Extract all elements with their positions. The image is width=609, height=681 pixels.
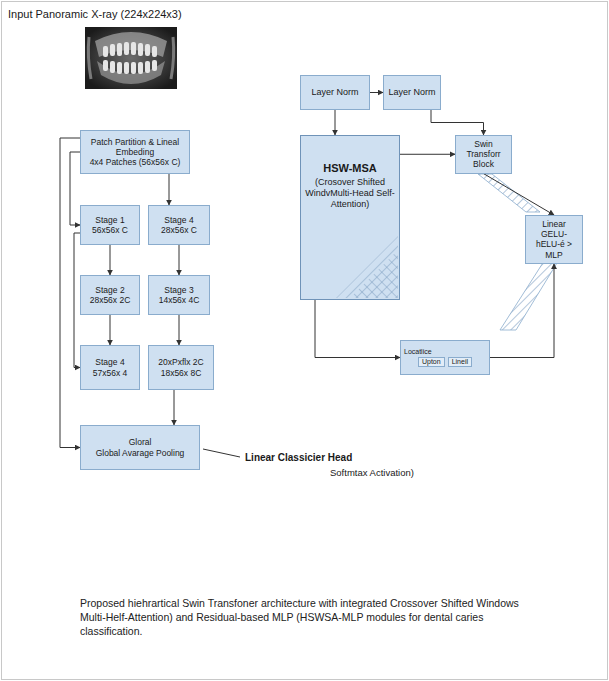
- flow-arrow: [335, 110, 336, 135]
- embedding-box: Patch Partition & Lineal Embeding4x4 Pat…: [80, 130, 190, 174]
- flow-arrow: [179, 315, 180, 345]
- classifier-label: Linear Classicier Head: [245, 452, 352, 463]
- node-text: 4x4 Patches (56x56x C): [90, 157, 181, 167]
- flow-arrow: [370, 92, 383, 93]
- node-text: Global Avarage Pooling: [96, 448, 185, 458]
- input-label: Input Panoramic X-ray (224x224x3): [8, 8, 182, 20]
- node-text: Stage 3: [164, 285, 193, 295]
- block-box: Swin Transforr Block: [455, 135, 512, 174]
- node-text: Lineil: [448, 357, 472, 367]
- node-text: Stage 2: [95, 285, 124, 295]
- flow-arrow: [110, 315, 111, 345]
- node-text: Patch Partition & Lineal Embeding: [85, 137, 185, 157]
- node-text: 57x56x 4: [93, 368, 128, 378]
- classifier-label: Softmtax Activation): [330, 467, 414, 478]
- stage-box: Stage 228x56x 2C: [80, 275, 140, 315]
- node-text: 18x56x 8C: [161, 368, 202, 378]
- classifier-line: [203, 449, 240, 457]
- residual-box: LocatliceUptonLineil: [400, 340, 490, 375]
- node-text: Locatlice: [404, 348, 486, 356]
- flow-arrow: [490, 264, 554, 358]
- hatched-band: [500, 258, 560, 330]
- node-text: Stage 1: [95, 215, 124, 225]
- flow-arrow: [110, 245, 111, 275]
- node-text: HSW-MSA: [323, 162, 377, 175]
- stage-box: 20xPxflx 2C18x56x 8C: [148, 345, 214, 390]
- flow-arrow: [60, 138, 80, 448]
- stage-box: Stage 156x56x C: [80, 205, 140, 245]
- attention-box: HSW-MSA (Crosover Shifted WindvMulti-Head…: [300, 135, 400, 300]
- node-text: Layer Norm: [311, 87, 358, 98]
- node-text: 28x56x 2C: [90, 295, 131, 305]
- node-text: Gloral: [129, 437, 152, 447]
- flow-arrow: [484, 174, 555, 215]
- mlp-box: Linear GELU- hELU-é > MLP: [525, 215, 583, 264]
- flow-arrow: [174, 390, 175, 425]
- flow-arrow: [315, 300, 400, 358]
- norm-box: Layer Norm: [383, 75, 441, 110]
- norm-box: Layer Norm: [300, 75, 370, 110]
- node-text: 56x56x C: [92, 225, 128, 235]
- stage-box: Stage 428x56x C: [148, 205, 210, 245]
- node-text: 28x56x C: [161, 225, 197, 235]
- hatched-band: [478, 174, 540, 212]
- node-text: Linear GELU- hELU-é > MLP: [530, 219, 578, 260]
- node-text: 14x56x 4C: [159, 295, 200, 305]
- xray-image: [85, 27, 177, 89]
- pooling-box: GloralGlobal Avarage Pooling: [80, 425, 200, 470]
- node-text: Stage 4: [95, 357, 124, 367]
- node-text: Layer Norm: [388, 87, 435, 98]
- flow-arrow: [179, 245, 180, 275]
- node-text: Swin Transforr Block: [460, 139, 507, 170]
- node-text: 20xPxflx 2C: [158, 357, 203, 367]
- node-text: Upton: [418, 357, 445, 367]
- node-text: Stage 4: [164, 215, 193, 225]
- flow-arrow: [431, 110, 484, 135]
- stage-box: Stage 314x56x 4C: [148, 275, 210, 315]
- flow-arrow: [400, 154, 455, 155]
- node-text: (Crosover Shifted WindvMulti-Head Self-A…: [305, 177, 395, 209]
- stage-box: Stage 457x56x 4: [80, 345, 140, 390]
- flow-arrow: [169, 174, 170, 205]
- figure-caption: Proposed hiehrartical Swin Transfoner ar…: [80, 596, 520, 639]
- flow-arrow: [70, 152, 80, 225]
